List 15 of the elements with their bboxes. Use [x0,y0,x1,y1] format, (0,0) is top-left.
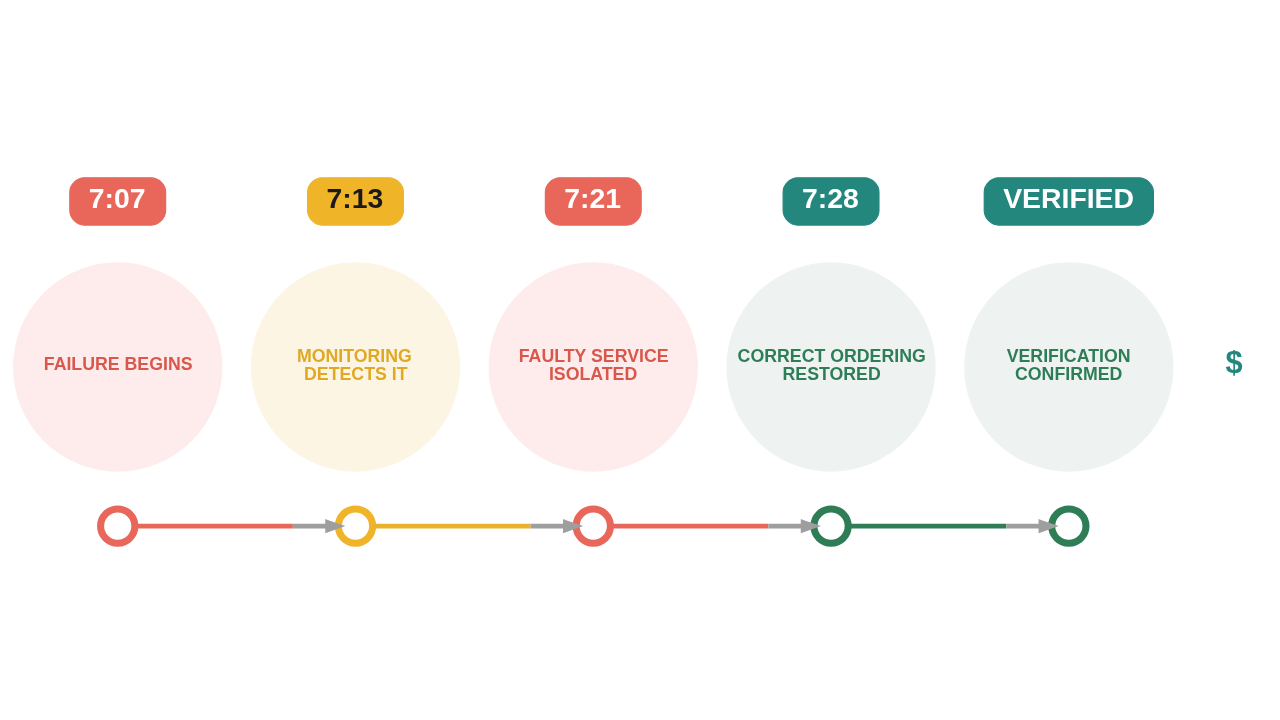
node-box: 7:13 [307,176,404,226]
arrow [372,518,584,533]
arrow [610,518,821,533]
node-circle: MONITORING DETECTS IT [250,261,461,472]
node-box: 7:07 [69,176,167,226]
node-circle [572,504,614,547]
arrow [848,518,1059,533]
node-box: 7:28 [782,176,880,226]
label: $ [1225,344,1243,380]
node-box: VERIFIED [983,176,1154,226]
node-circle [810,504,852,547]
node-circle [1048,504,1090,547]
node-circle [334,504,377,547]
node-circle [97,504,139,547]
node-box: 7:21 [544,176,642,226]
